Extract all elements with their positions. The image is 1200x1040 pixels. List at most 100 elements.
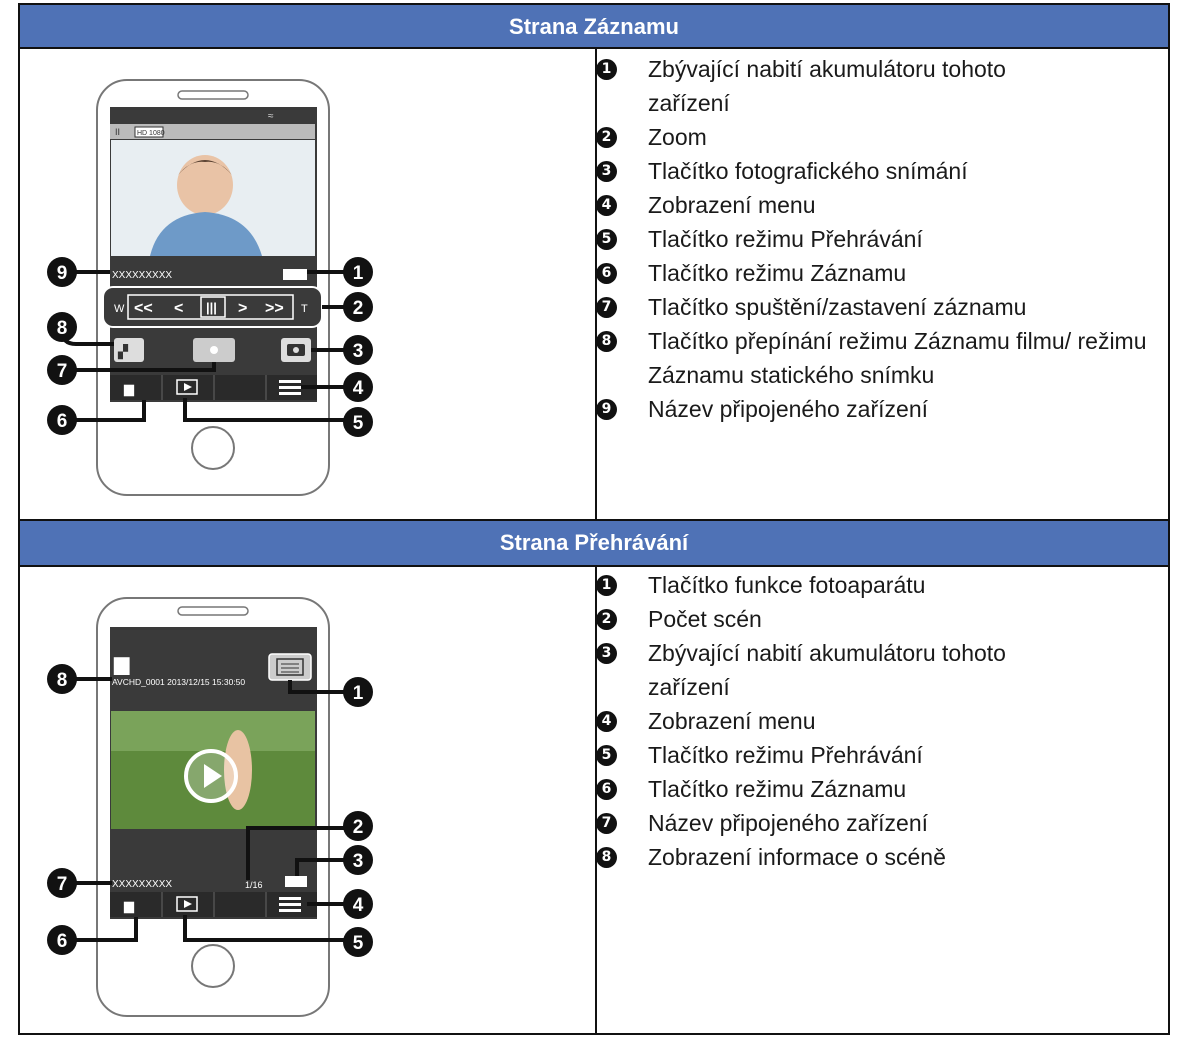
movie-photo-switch-icon: ▞ (117, 343, 129, 360)
wifi-icon: ≈ (268, 111, 274, 122)
column-divider (595, 49, 597, 519)
svg-text:2: 2 (353, 817, 364, 838)
callout-markers: 9 1 2 8 3 7 4 6 5 (47, 257, 373, 437)
number-badge: 5 (596, 745, 617, 766)
number-badge: 6 (596, 263, 617, 284)
record-mode-tab-icon[interactable]: ▆ (123, 898, 135, 914)
phone-speaker (177, 606, 249, 616)
camera-function-button[interactable] (268, 653, 312, 681)
zoom-w-label: W (114, 303, 125, 315)
svg-text:5: 5 (353, 933, 364, 954)
svg-text:7: 7 (57, 874, 68, 895)
zoom-stop-button[interactable] (200, 296, 226, 318)
zoom-buttons-frame (127, 294, 294, 320)
svg-text:4: 4 (353, 895, 364, 916)
number-badge: 6 (596, 779, 617, 800)
number-badge: 3 (596, 161, 617, 182)
number-badge: 7 (596, 297, 617, 318)
info-table: Strana Záznamu Strana Přehrávání (18, 3, 1170, 1035)
baby-hair (178, 160, 232, 175)
number-badge: 4 (596, 711, 617, 732)
column-divider (595, 567, 597, 1033)
zoom-out-button[interactable]: < (174, 300, 183, 317)
zoom-stop-label: ||| (206, 300, 217, 315)
number-badge: 1 (596, 575, 617, 596)
svg-text:6: 6 (57, 411, 68, 432)
number-badge: 2 (596, 127, 617, 148)
playback-mode-tab-icon[interactable] (176, 896, 198, 912)
home-button (191, 944, 235, 988)
pause-icon: II (115, 127, 120, 137)
scene-count-text: 1/16 (245, 880, 263, 890)
device-name-text: XXXXXXXXX (112, 270, 172, 281)
svg-text:5: 5 (353, 413, 364, 434)
svg-text:7: 7 (57, 361, 68, 382)
number-badge: 9 (596, 399, 617, 420)
play-icon (204, 764, 222, 788)
movie-camera-icon: ▆ (113, 653, 130, 675)
thumbnail-background (111, 711, 315, 751)
record-dot-icon (210, 346, 218, 354)
svg-text:2: 2 (353, 298, 364, 319)
baby-face (177, 155, 233, 215)
svg-text:8: 8 (57, 318, 68, 339)
menu-tab-icon[interactable] (279, 380, 301, 395)
zoom-t-label: T (301, 303, 308, 315)
battery-icon (283, 269, 307, 280)
svg-text:8: 8 (57, 670, 68, 691)
number-badge: 3 (596, 643, 617, 664)
zoom-fast-in-button[interactable]: >> (265, 300, 284, 317)
battery-icon (285, 876, 307, 887)
phone-playback-illustration: ▆ AVCHD_0001 2013/12/15 15:30:50 XXXXXXX… (47, 597, 373, 1017)
camera-lens-icon (293, 347, 299, 353)
svg-text:9: 9 (57, 263, 68, 284)
svg-text:1: 1 (353, 683, 364, 704)
playback-mode-tab-icon[interactable] (176, 379, 198, 395)
menu-tab-icon[interactable] (279, 897, 301, 912)
record-mode-tab-icon[interactable]: ▆ (123, 381, 135, 397)
phone-speaker (177, 90, 249, 100)
number-badge: 2 (596, 609, 617, 630)
play-triangle-icon (184, 383, 192, 391)
callout-markers: 8 1 2 3 7 4 6 5 (47, 664, 373, 957)
home-button (191, 426, 235, 470)
zoom-in-button[interactable]: > (238, 300, 247, 317)
baby-bib (150, 212, 262, 256)
phone-record-illustration: ≈ II HD 1080 XXXXXXXXX W << < ||| > >> T… (47, 79, 373, 496)
section-header-playback: Strana Přehrávání (20, 519, 1168, 567)
number-badge: 1 (596, 59, 617, 80)
device-name-text: XXXXXXXXX (112, 879, 172, 890)
hd-badge (134, 126, 164, 138)
svg-text:3: 3 (353, 341, 364, 362)
callout-lines (62, 677, 356, 942)
scene-info-text: AVCHD_0001 2013/12/15 15:30:50 (112, 677, 245, 687)
number-badge: 8 (596, 847, 617, 868)
svg-text:6: 6 (57, 931, 68, 952)
play-triangle-icon (184, 900, 192, 908)
number-badge: 8 (596, 331, 617, 352)
section-header-record: Strana Záznamu (20, 5, 1168, 49)
svg-text:4: 4 (353, 378, 364, 399)
zoom-fast-out-button[interactable]: << (134, 300, 153, 317)
mode-switch-button[interactable] (114, 338, 144, 362)
number-badge: 4 (596, 195, 617, 216)
svg-text:1: 1 (353, 263, 364, 284)
svg-text:3: 3 (353, 851, 364, 872)
